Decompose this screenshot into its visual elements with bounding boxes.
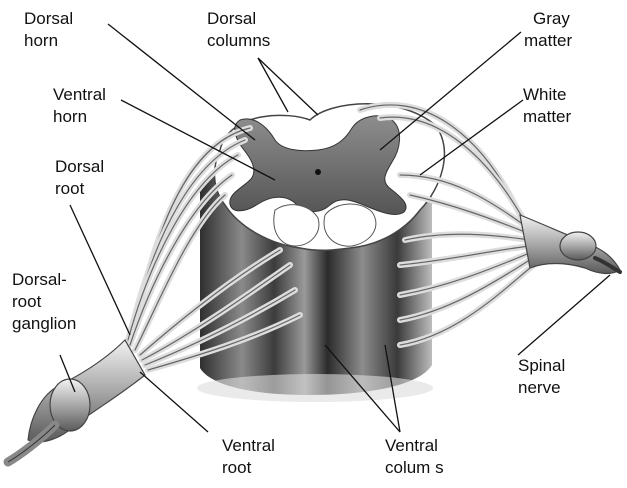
label-dorsal-root-line1: Dorsal xyxy=(55,157,104,176)
label-dorsal-root-line2: root xyxy=(55,179,85,198)
label-white-matter-line1: White xyxy=(523,85,566,104)
label-dorsal-columns-line2: columns xyxy=(207,31,270,50)
label-ventral-root-line2: root xyxy=(222,458,252,477)
label-spinal-nerve: Spinal nerve xyxy=(518,356,565,397)
label-white-matter-line2: matter xyxy=(523,107,572,126)
label-ventral-horn-line2: horn xyxy=(53,107,87,126)
label-gray-matter-line2: matter xyxy=(524,31,573,50)
label-ventral-columns: Ventral colum s xyxy=(385,436,444,477)
label-drg-line2: root xyxy=(12,292,42,311)
label-drg-line1: Dorsal- xyxy=(12,270,67,289)
label-dorsal-columns-line1: Dorsal xyxy=(207,9,256,28)
dorsal-root-ganglion xyxy=(8,340,145,462)
label-dorsal-horn-line2: horn xyxy=(24,31,58,50)
label-dorsal-root: Dorsal root xyxy=(55,157,104,198)
label-ventral-horn: Ventral horn xyxy=(53,85,106,126)
label-ventral-root: Ventral root xyxy=(222,436,275,477)
label-drg-line3: ganglion xyxy=(12,314,76,333)
label-gray-matter-line1: Gray xyxy=(533,9,570,28)
label-ventral-columns-line2: colum s xyxy=(385,458,444,477)
label-ventral-horn-line1: Ventral xyxy=(53,85,106,104)
label-white-matter: White matter xyxy=(523,85,572,126)
label-spinal-nerve-line2: nerve xyxy=(518,378,561,397)
label-ventral-columns-line1: Ventral xyxy=(385,436,438,455)
label-spinal-nerve-line1: Spinal xyxy=(518,356,565,375)
label-ventral-root-line1: Ventral xyxy=(222,436,275,455)
label-dorsal-horn: Dorsal horn xyxy=(24,9,73,50)
label-gray-matter: Gray matter xyxy=(524,9,573,50)
label-dorsal-horn-line1: Dorsal xyxy=(24,9,73,28)
label-dorsal-root-ganglion: Dorsal- root ganglion xyxy=(12,270,76,333)
right-spinal-nerve xyxy=(520,215,620,274)
label-dorsal-columns: Dorsal columns xyxy=(207,9,270,50)
